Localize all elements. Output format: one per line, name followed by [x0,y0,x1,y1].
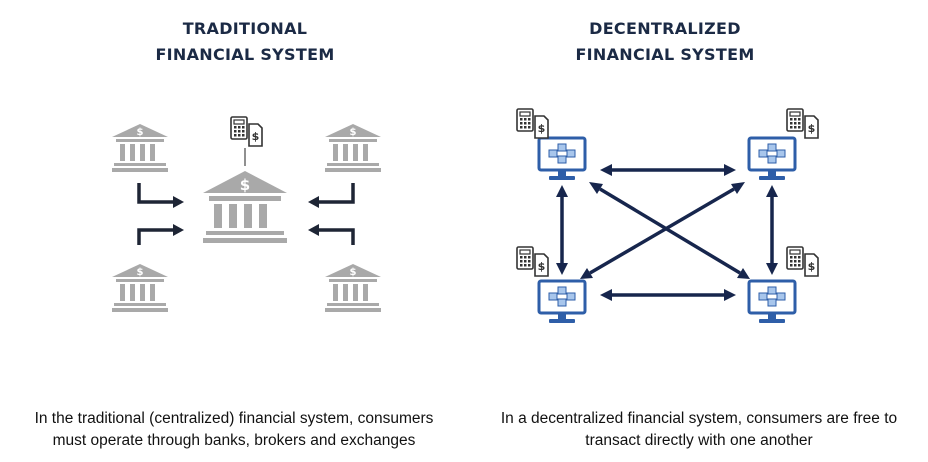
calculator-document-icon [786,246,819,277]
network-links [560,168,774,297]
bank-icon [112,124,168,172]
bank-icon [325,264,381,312]
traditional-title: TRADITIONAL FINANCIAL SYSTEM [130,16,360,68]
bank-icon [112,264,168,312]
arrow-icon [137,228,174,245]
traditional-caption-line2: must operate through banks, brokers and … [52,432,416,449]
calculator-document-icon [230,116,263,147]
computer-icon [747,136,797,182]
network-arrowheads [556,164,778,301]
decentralized-title-line1: DECENTRALIZED [589,19,741,38]
arrow-icon [318,228,355,245]
arrow-icon [137,183,174,204]
decentralized-title-line2: FINANCIAL SYSTEM [575,45,755,64]
traditional-title-line1: TRADITIONAL [182,19,308,38]
computer-icon [537,279,587,325]
decentralized-title: DECENTRALIZED FINANCIAL SYSTEM [550,16,780,68]
traditional-diagram [112,116,381,312]
arrowheads-left [173,196,319,236]
decentralized-diagram [516,108,819,325]
traditional-title-line2: FINANCIAL SYSTEM [155,45,335,64]
link-diagonal-down [599,187,741,275]
decentralized-caption: In a decentralized financial system, con… [470,408,928,452]
decentralized-caption-line1: In a decentralized financial system, con… [500,410,898,427]
calculator-document-icon [786,108,819,139]
computer-icon [747,279,797,325]
central-bank-icon [203,171,287,243]
calculator-document-icon [516,246,549,277]
traditional-caption-line1: In the traditional (centralized) financi… [34,410,434,427]
computer-icon [537,136,587,182]
bank-icon [325,124,381,172]
traditional-caption: In the traditional (centralized) financi… [0,408,468,452]
decentralized-caption-line2: transact directly with one another [585,432,813,449]
arrows-in [137,183,355,245]
link-diagonal-up [589,187,735,275]
arrow-icon [318,183,355,204]
calculator-document-icon [516,108,549,139]
